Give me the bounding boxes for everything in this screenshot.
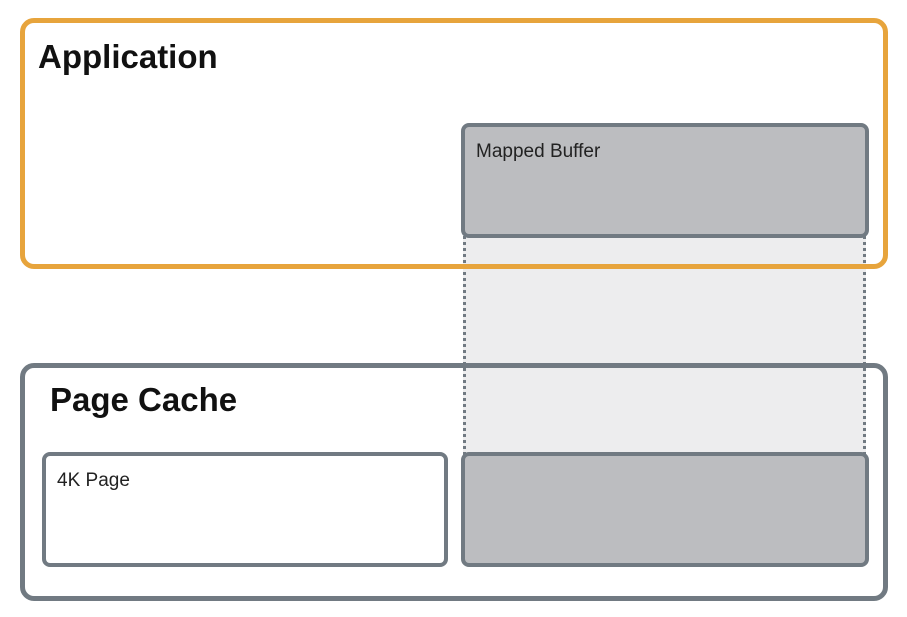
page-cache-title: Page Cache	[50, 381, 238, 418]
page-box	[42, 452, 448, 567]
mapped-buffer-box	[461, 123, 869, 238]
page-label: 4K Page	[57, 470, 130, 491]
application-box	[20, 18, 888, 269]
mapped-buffer-label: Mapped Buffer	[476, 141, 601, 162]
mapping-region	[463, 236, 866, 455]
cached-page-box	[461, 452, 869, 567]
application-title: Application	[38, 38, 218, 75]
page-cache-box	[20, 363, 888, 601]
